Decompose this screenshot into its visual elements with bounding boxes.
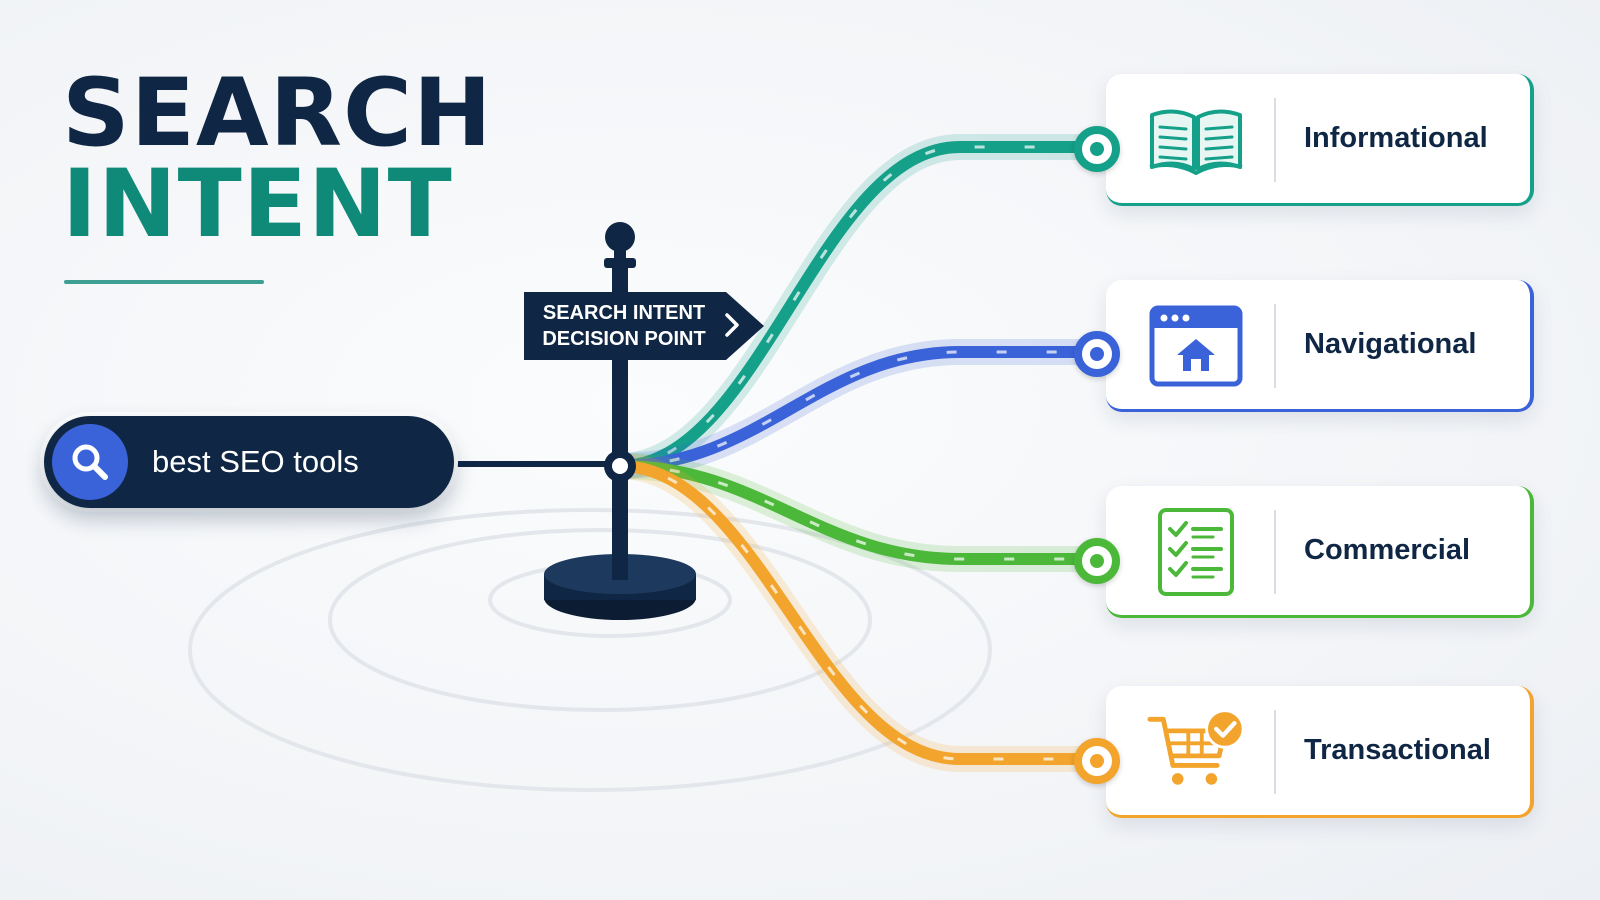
card-divider: [1274, 98, 1276, 182]
search-query-text: best SEO tools: [152, 444, 359, 479]
intent-card-navigational: Navigational: [1106, 280, 1534, 412]
intent-label-navigational: Navigational: [1304, 328, 1477, 360]
card-divider: [1274, 710, 1276, 794]
intent-label-informational: Informational: [1304, 122, 1488, 154]
search-icon: [52, 424, 128, 500]
sign-text-line1: SEARCH INTENT: [542, 302, 706, 324]
path-end-node-informational: [1074, 126, 1120, 172]
intent-card-commercial: Commercial: [1106, 486, 1534, 618]
signpost-pole: [544, 222, 696, 620]
title-line-search: SEARCH: [62, 59, 493, 168]
path-end-node-navigational: [1074, 331, 1120, 377]
sign-text-line2: DECISION POINT: [542, 328, 706, 350]
title-line-intent: INTENT: [62, 150, 453, 260]
decision-hub-dot: [612, 458, 628, 474]
flow-paths: [607, 134, 1102, 772]
intent-label-transactional: Transactional: [1304, 734, 1491, 766]
flow-path-arrows-informational: [619, 145, 1089, 468]
flow-path-arrows-navigational: [619, 350, 1089, 468]
path-end-node-transactional: [1074, 738, 1120, 784]
checklist-icon: [1146, 508, 1246, 596]
intent-card-transactional: Transactional: [1106, 686, 1534, 818]
flow-path-arrows-commercial: [619, 464, 1089, 561]
card-divider: [1274, 304, 1276, 388]
path-end-node-commercial: [1074, 538, 1120, 584]
ripple-rings: [188, 508, 992, 792]
title-underline: [64, 280, 264, 284]
card-divider: [1274, 510, 1276, 594]
browser-home-icon: [1146, 302, 1246, 390]
page-title: SEARCH INTENT: [62, 59, 493, 260]
flow-path-glow-transactional: [607, 453, 1102, 772]
intent-card-informational: Informational: [1106, 74, 1534, 206]
chevron-right-icon: [725, 313, 739, 337]
flow-path-transactional: [614, 460, 1095, 765]
decision-point-sign: SEARCH INTENT DECISION POINT: [520, 288, 768, 364]
search-bar: best SEO tools: [44, 416, 454, 508]
shopping-cart-check-icon: [1146, 708, 1246, 796]
intent-label-commercial: Commercial: [1304, 534, 1471, 566]
open-book-icon: [1146, 96, 1246, 184]
